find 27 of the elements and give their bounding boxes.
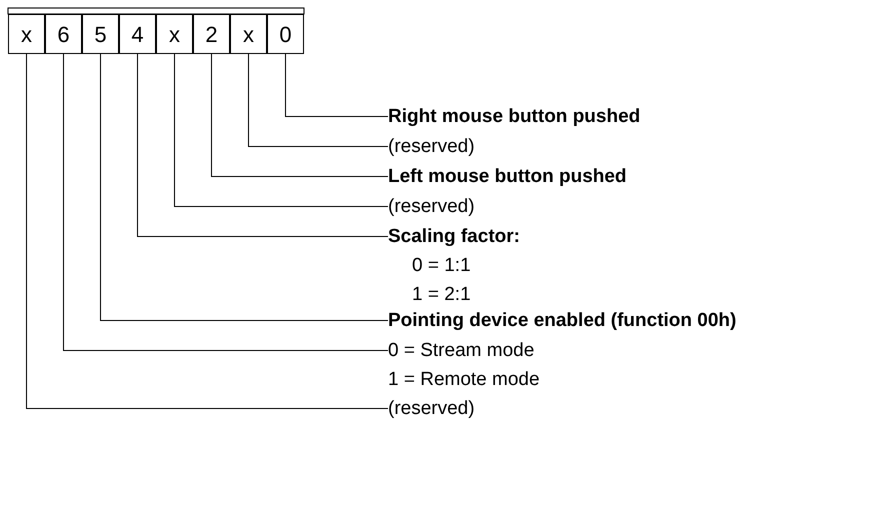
leader-line — [248, 54, 388, 147]
field-description: 1 = Remote mode — [388, 368, 540, 392]
leader-line — [285, 54, 388, 117]
bit-cell: 2 — [193, 14, 230, 54]
bit-cell: x — [8, 14, 45, 54]
field-description: (reserved) — [388, 195, 475, 219]
field-description: 1 = 2:1 — [411, 283, 471, 307]
leader-line — [26, 54, 388, 409]
bit-cell: 5 — [82, 14, 119, 54]
bit-cell: x — [156, 14, 193, 54]
bit-cell: 0 — [267, 14, 304, 54]
field-description: (reserved) — [388, 397, 475, 421]
bit-cell: 6 — [45, 14, 82, 54]
field-description: 0 = Stream mode — [388, 339, 534, 363]
field-description: Right mouse button pushed — [388, 105, 640, 129]
field-description: 0 = 1:1 — [411, 254, 471, 278]
bit-cell: 4 — [119, 14, 156, 54]
leader-line — [211, 54, 388, 177]
leader-line — [100, 54, 388, 321]
leader-line — [174, 54, 388, 207]
leader-line — [63, 54, 388, 351]
field-description: (reserved) — [388, 135, 475, 159]
field-description: Left mouse button pushed — [388, 165, 627, 189]
field-heading: Scaling factor: — [388, 225, 520, 249]
bit-cell: x — [230, 14, 267, 54]
leader-line — [137, 54, 388, 237]
field-description: Pointing device enabled (function 00h) — [388, 309, 736, 333]
